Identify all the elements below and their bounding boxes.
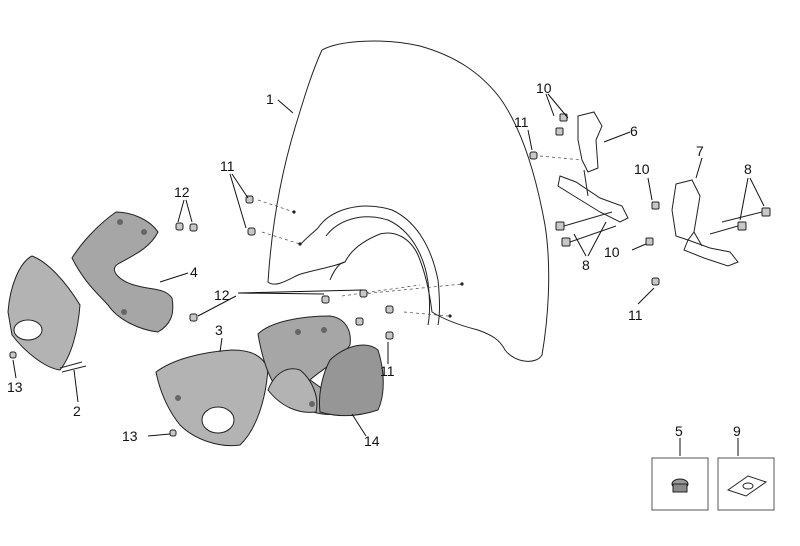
- callout-8b: 8: [744, 161, 752, 177]
- callout-12b: 12: [214, 287, 230, 303]
- left-shield-part: [7, 255, 87, 373]
- inset-box-5: [651, 457, 709, 511]
- inset-box-9: [717, 457, 775, 511]
- right-bracket-part: [671, 179, 739, 267]
- callout-7: 7: [696, 143, 704, 159]
- centre-shield-part: [155, 349, 269, 447]
- callout-8a: 8: [582, 257, 590, 273]
- callout-9: 9: [733, 423, 741, 439]
- callout-1: 1: [266, 91, 274, 107]
- callout-3: 3: [215, 322, 223, 338]
- bolt-group: [9, 113, 771, 437]
- callout-11d: 11: [380, 363, 395, 379]
- callout-12a: 12: [174, 184, 190, 200]
- callout-6: 6: [630, 123, 638, 139]
- left-bracket-part: [539, 111, 629, 223]
- callout-labels: 1 2 3 4 5 6 7 8 8 9 10 10 10 11 11 11 11…: [7, 80, 752, 449]
- left-inner-panel-part: [71, 211, 174, 333]
- callout-13b: 13: [122, 428, 138, 444]
- callout-11a: 11: [514, 114, 529, 130]
- callout-10b: 10: [634, 161, 650, 177]
- callout-11b: 11: [220, 158, 235, 174]
- callout-13a: 13: [7, 379, 23, 395]
- callout-10c: 10: [604, 244, 620, 260]
- callout-14: 14: [364, 433, 380, 449]
- callout-10a: 10: [536, 80, 552, 96]
- callout-2: 2: [73, 403, 81, 419]
- windscreen-part: [267, 40, 550, 362]
- callout-4: 4: [190, 264, 198, 280]
- callout-5: 5: [675, 423, 683, 439]
- callout-11c: 11: [628, 307, 643, 323]
- right-inner-panel-part: [257, 315, 384, 417]
- leader-lines: [12, 93, 765, 456]
